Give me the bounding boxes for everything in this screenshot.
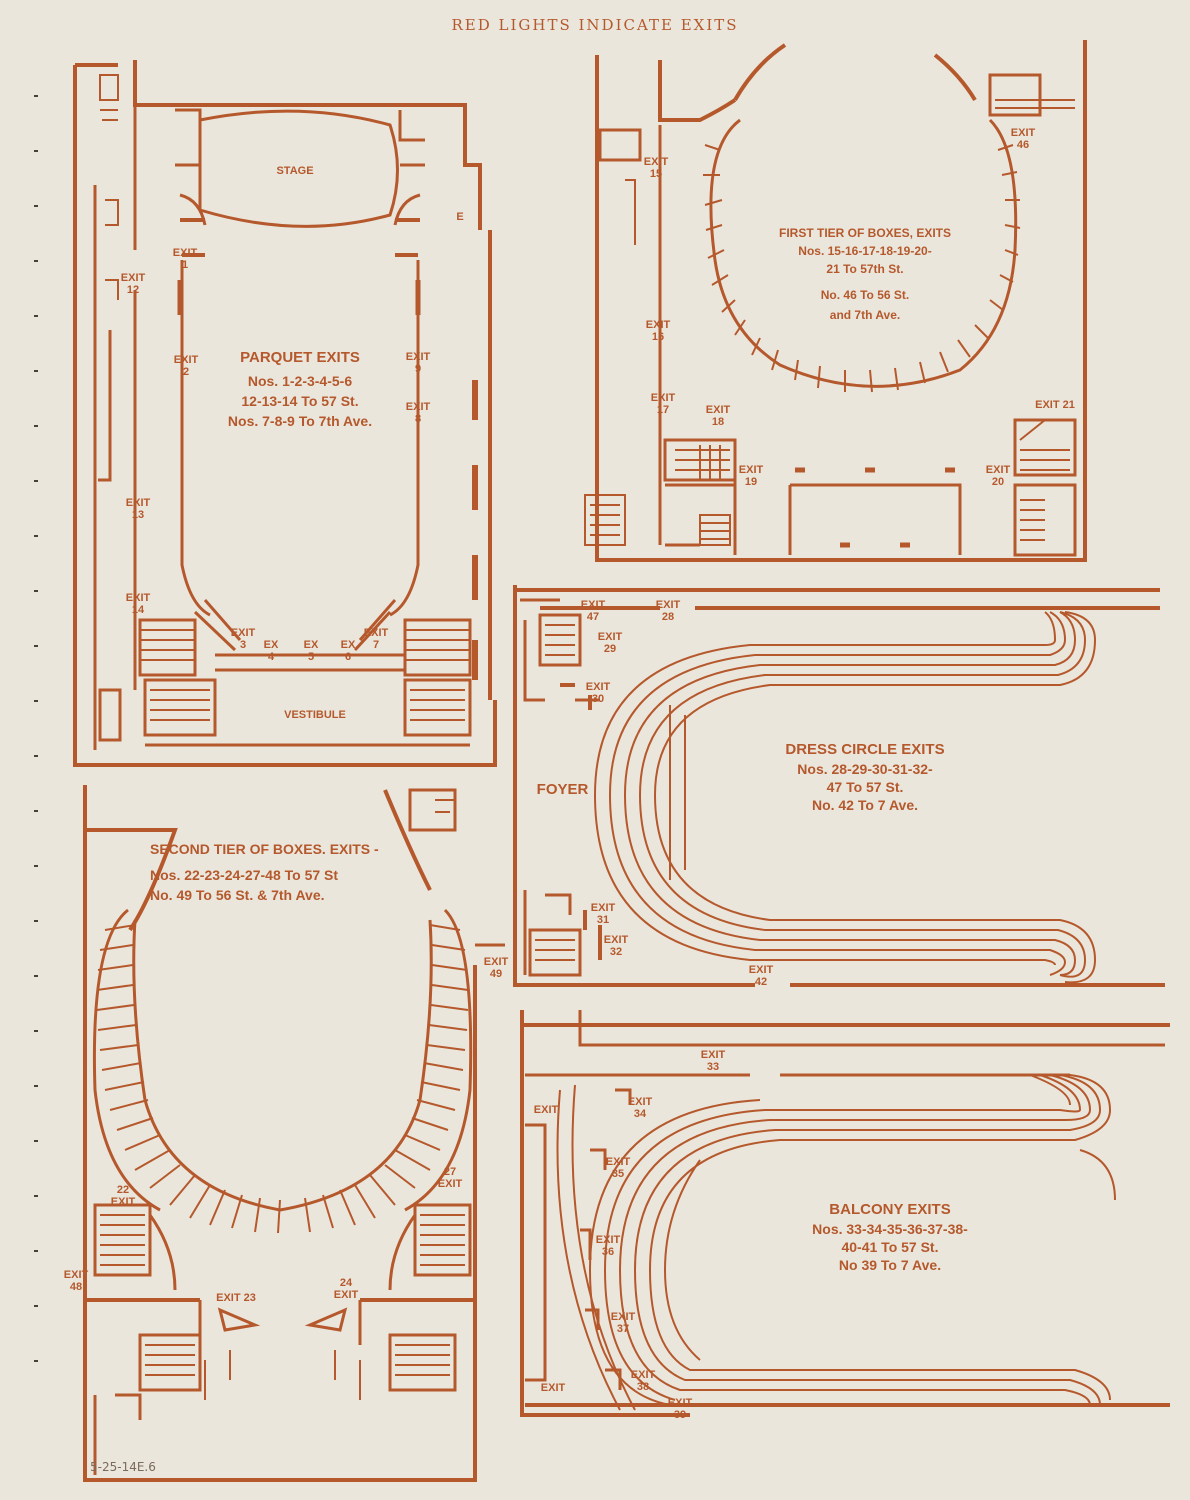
dress-circle-line-1: Nos. 28-29-30-31-32- [797,761,933,777]
second-tier-plan [83,785,505,1482]
second-tier-line-1: Nos. 22-23-24-27-48 To 57 St [150,867,339,883]
balcony-title: BALCONY EXITS [829,1201,951,1218]
exit-27: 27 EXIT [437,1166,463,1190]
exit-33: EXIT 33 [700,1049,726,1073]
second-tier-line-2: No. 49 To 56 St. & 7th Ave. [150,887,325,903]
exit-20: EXIT 20 [985,464,1011,488]
exit-21: EXIT 21 [1035,399,1075,411]
dress-circle-line-3: No. 42 To 7 Ave. [811,797,919,813]
exit-48: EXIT 48 [63,1269,89,1293]
exit-38: EXIT 38 [630,1369,656,1393]
exit-12: EXIT 12 [120,272,146,296]
exit-19: EXIT 19 [738,464,764,488]
exit-39: EXIT 39 [667,1397,693,1421]
balcony-plan [520,1010,1170,1417]
exit-34: EXIT 34 [627,1096,653,1120]
exit-23: EXIT 23 [216,1292,256,1304]
exit-6: EX 6 [340,639,356,663]
exit-9: EXIT 9 [405,351,431,375]
dress-circle-plan [513,585,1165,987]
parquet-line-2: 12-13-14 To 57 St. [241,393,359,409]
first-tier-line-4: and 7th Ave. [829,308,901,322]
dress-circle-line-2: 47 To 57 St. [826,779,904,795]
first-tier-line-2: 21 To 57th St. [826,262,904,276]
exit-4: EX 4 [263,639,279,663]
parquet-line-1: Nos. 1-2-3-4-5-6 [247,373,353,389]
stage-label: STAGE [276,165,314,177]
exit-8: EXIT 8 [405,401,431,425]
exit-28: EXIT 28 [655,599,681,623]
exit-13: EXIT 13 [125,497,151,521]
balcony-line-1: Nos. 33-34-35-36-37-38- [812,1221,968,1237]
exit-32: EXIT 32 [603,934,629,958]
exit-22: 22 EXIT [110,1184,136,1208]
first-tier-plan [584,40,1087,562]
exit-18: EXIT 18 [705,404,731,428]
exit-47: EXIT 47 [580,599,606,623]
exit-17: EXIT 17 [650,392,676,416]
exit-5: EX 5 [303,639,319,663]
first-tier-line-1: Nos. 15-16-17-18-19-20- [798,244,932,258]
exit-16: EXIT 16 [645,319,671,343]
page-header: RED LIGHTS INDICATE EXITS [451,16,739,34]
exit-balcony-left-lower: EXIT [540,1382,566,1394]
exit-balcony-left-upper: EXIT [533,1104,559,1116]
vestibule-label: VESTIBULE [284,709,346,721]
exit-15: EXIT 15 [643,156,669,180]
exit-14: EXIT 14 [125,592,151,616]
exit-1: EXIT 1 [172,247,198,271]
exit-30: EXIT 30 [585,681,611,705]
first-tier-line-3: No. 46 To 56 St. [820,288,910,302]
exit-36: EXIT 36 [595,1234,621,1258]
balcony-line-2: 40-41 To 57 St. [841,1239,939,1255]
exit-42: EXIT 42 [748,964,774,988]
exit-37: EXIT 37 [610,1311,636,1335]
dress-circle-title: DRESS CIRCLE EXITS [785,741,945,758]
exit-e: E [456,211,464,223]
exit-29: EXIT 29 [597,631,623,655]
first-tier-title: FIRST TIER OF BOXES, EXITS [778,226,952,240]
exit-46: EXIT 46 [1010,127,1036,151]
exit-49: EXIT 49 [483,956,509,980]
exit-2: EXIT 2 [173,354,199,378]
exit-7: EXIT 7 [363,627,389,651]
exit-24: 24 EXIT [333,1277,359,1301]
balcony-line-3: No 39 To 7 Ave. [838,1257,942,1273]
parquet-line-3: Nos. 7-8-9 To 7th Ave. [227,413,373,429]
parquet-plan [73,60,497,767]
foyer-label: FOYER [536,781,589,798]
exit-35: EXIT 35 [605,1156,631,1180]
exit-3: EXIT 3 [230,627,256,651]
handwritten-note: 5-25-14E.6 [90,1460,156,1474]
exit-31: EXIT 31 [590,902,616,926]
parquet-title: PARQUET EXITS [240,349,360,366]
second-tier-title: SECOND TIER OF BOXES. EXITS - [150,841,379,857]
